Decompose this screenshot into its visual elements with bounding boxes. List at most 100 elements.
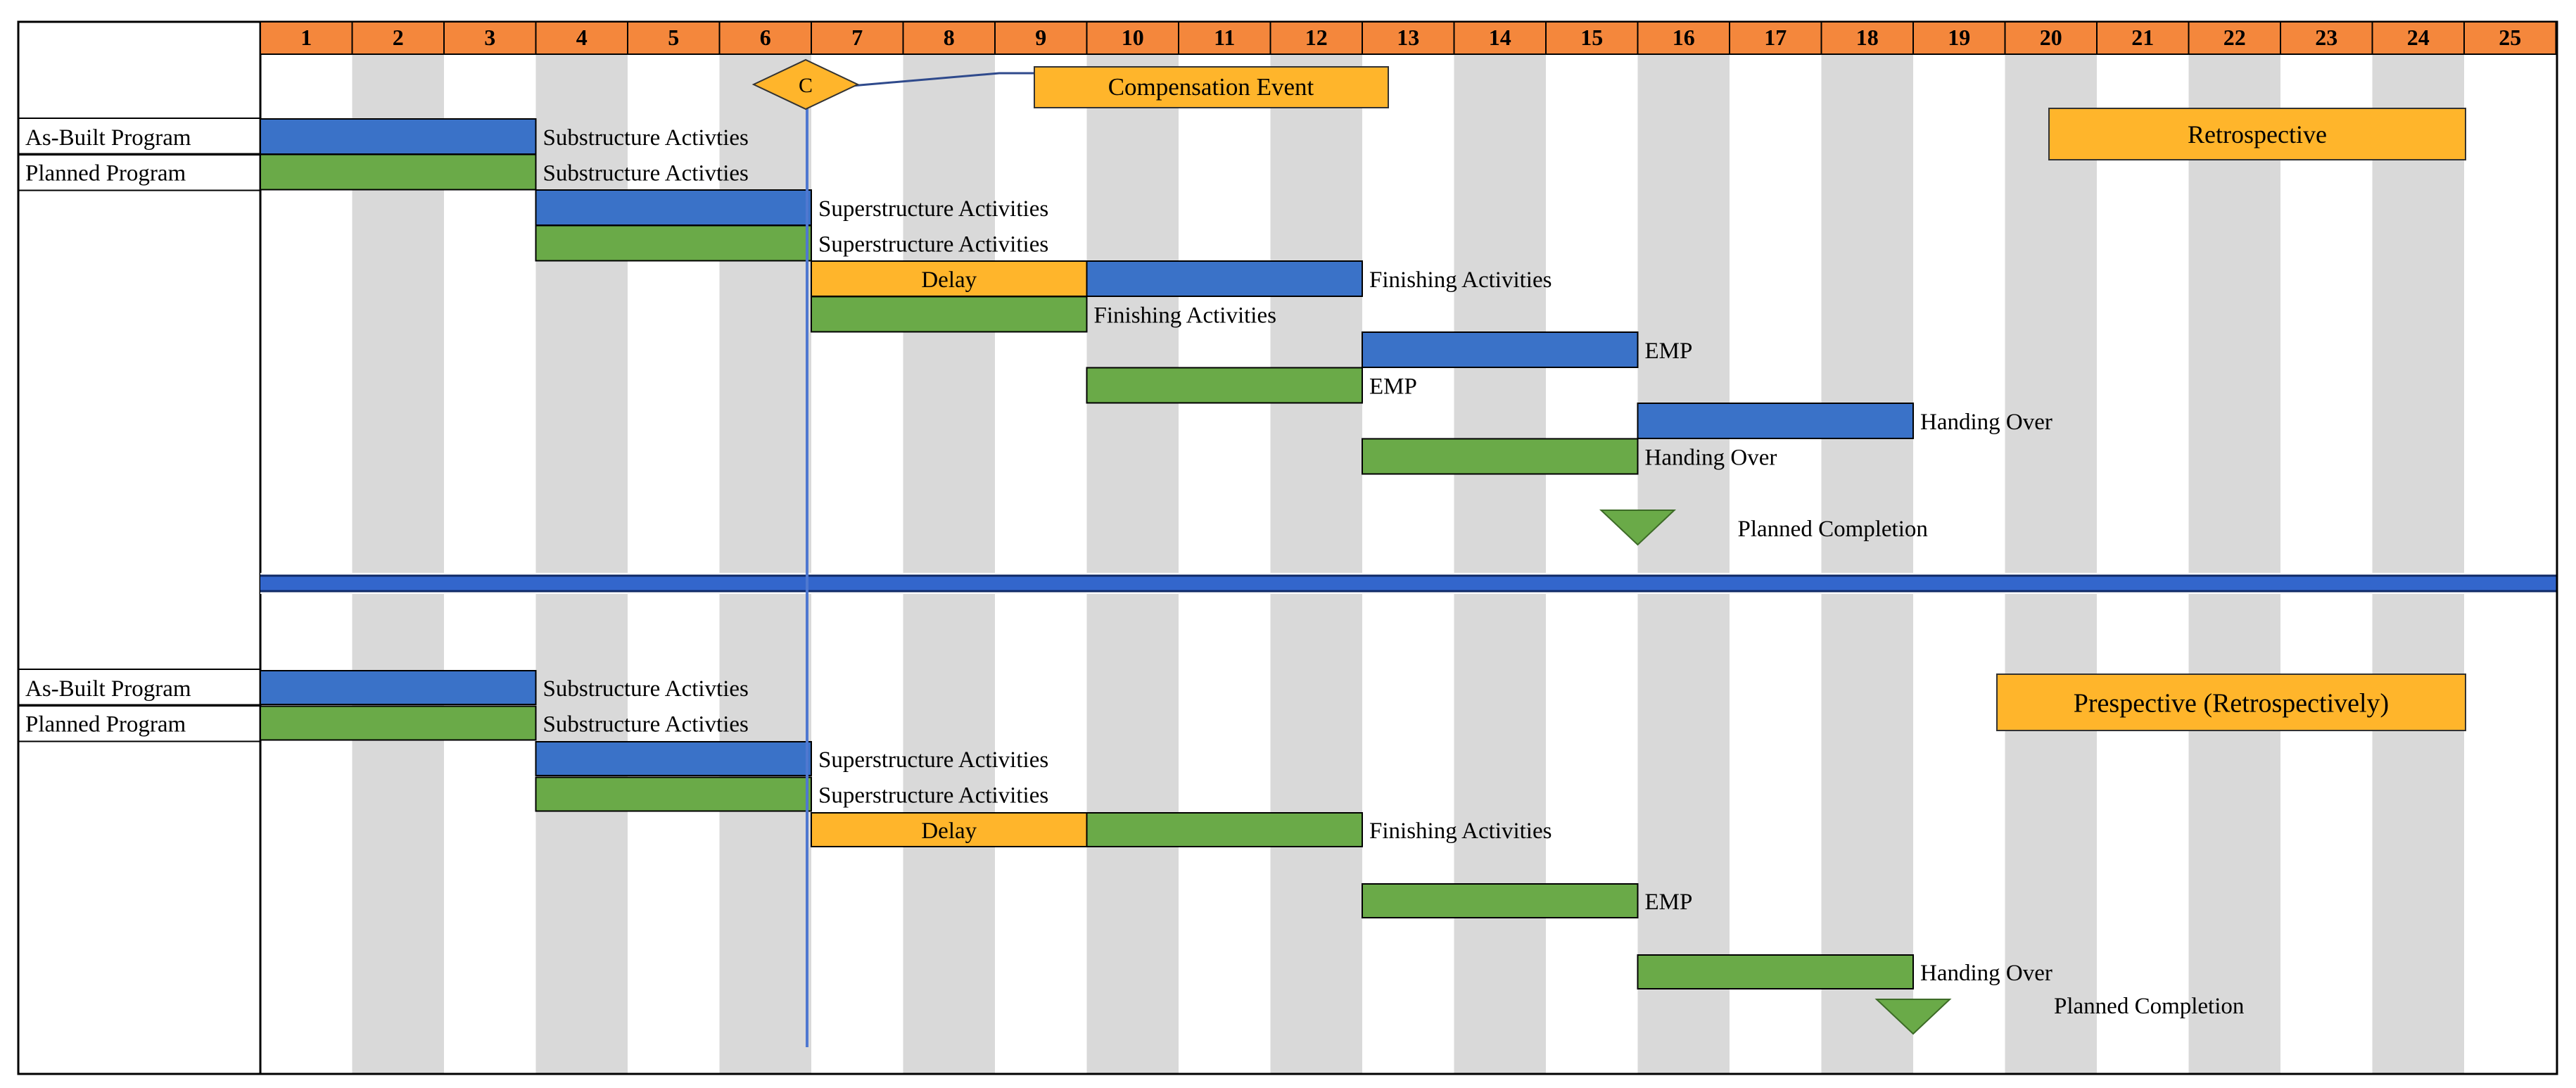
activity-bar [1362, 438, 1639, 475]
activity-label: Handing Over [1920, 410, 2052, 435]
compensation-event: C Compensation Event [751, 58, 1389, 1047]
activity-bar [811, 296, 1088, 333]
activity-bars [260, 118, 1914, 989]
activity-bar [535, 189, 812, 226]
activity-bar [260, 670, 537, 705]
column-stripe [352, 54, 444, 1074]
column-stripe [1637, 54, 1730, 1074]
period-number: 6 [760, 25, 771, 50]
period-number: 21 [2131, 25, 2154, 50]
activity-label: Superstructure Activities [818, 196, 1048, 222]
activity-label: Substructure Activties [543, 161, 749, 186]
activity-label: Handing Over [1920, 961, 2052, 986]
activity-bar [260, 118, 537, 155]
period-number: 5 [668, 25, 679, 50]
period-number: 13 [1397, 25, 1419, 50]
column-stripe [1454, 54, 1546, 1074]
activity-bar [260, 153, 537, 191]
activity-bar [1086, 812, 1363, 847]
period-number: 20 [2040, 25, 2062, 50]
period-number: 14 [1489, 25, 1511, 50]
period-number: 7 [851, 25, 863, 50]
activity-label: Superstructure Activities [818, 783, 1048, 809]
activity-bar [535, 224, 812, 262]
column-stripe [903, 54, 995, 1074]
activity-bar [1362, 331, 1639, 368]
activity-label: Substructure Activties [543, 676, 749, 702]
activity-bar [1086, 367, 1363, 404]
delay-label: Delay [921, 818, 977, 844]
activity-bar [535, 741, 812, 776]
activity-bar [811, 812, 1088, 847]
activity-label: Finishing Activities [1369, 818, 1552, 844]
column-stripe [2372, 54, 2464, 1074]
period-number: 22 [2223, 25, 2246, 50]
row-label: As-Built Program [25, 125, 191, 151]
row-label: As-Built Program [25, 676, 191, 702]
event-label: Compensation Event [1108, 73, 1314, 101]
activity-label: Superstructure Activities [818, 232, 1048, 258]
period-number: 11 [1214, 25, 1235, 50]
section-title-box [1996, 673, 2466, 731]
activity-bar [1637, 403, 1914, 439]
activity-bar [1637, 954, 1914, 989]
period-number: 1 [300, 25, 312, 50]
period-number: 23 [2315, 25, 2337, 50]
event-diamond [751, 58, 860, 110]
completion-triangle [1874, 999, 1952, 1035]
period-number: 16 [1673, 25, 1695, 50]
activity-label: Superstructure Activities [818, 747, 1048, 773]
period-number: 9 [1035, 25, 1046, 50]
event-label-box [1034, 66, 1389, 108]
activity-bar [260, 705, 537, 741]
period-number: 2 [393, 25, 404, 50]
period-number: 19 [1948, 25, 1970, 50]
period-number: 25 [2499, 25, 2521, 50]
period-number: 4 [576, 25, 588, 50]
delay-label: Delay [921, 267, 977, 293]
section-title-box [2048, 108, 2466, 160]
column-stripe [1821, 54, 1913, 1074]
divider-band [260, 575, 2556, 592]
activity-bar [1086, 260, 1363, 297]
event-leader-line [835, 72, 1034, 89]
activity-label: Finishing Activities [1369, 267, 1552, 293]
completion-label: Planned Completion [1738, 517, 1928, 542]
activity-label: Substructure Activties [543, 125, 749, 151]
header-background [260, 21, 2557, 55]
period-number: 3 [484, 25, 495, 50]
column-stripe [2005, 54, 2097, 1074]
column-stripe [1270, 54, 1362, 1074]
row-label: Planned Program [25, 712, 186, 738]
event-symbol: C [799, 74, 813, 97]
period-number: 15 [1580, 25, 1603, 50]
completion-label: Planned Completion [2054, 994, 2244, 1019]
activity-bar [1362, 883, 1639, 918]
activity-label: Handing Over [1645, 445, 1777, 471]
column-stripe [2188, 54, 2280, 1074]
section-title: Retrospective [2188, 120, 2327, 148]
activity-label: EMP [1369, 374, 1417, 400]
period-number: 8 [944, 25, 955, 50]
section-divider [260, 573, 2556, 594]
activity-label: EMP [1645, 339, 1693, 364]
period-number: 18 [1856, 25, 1879, 50]
activity-bar [535, 776, 812, 812]
period-number: 17 [1764, 25, 1787, 50]
period-number: 10 [1122, 25, 1144, 50]
period-number: 24 [2407, 25, 2430, 50]
column-stripe [1086, 54, 1179, 1074]
section-title: Prespective (Retrospectively) [2074, 688, 2389, 718]
activity-label: Substructure Activties [543, 712, 749, 738]
period-number: 12 [1305, 25, 1328, 50]
activity-label: Finishing Activities [1094, 303, 1276, 329]
row-label: Planned Program [25, 161, 186, 186]
completion-triangle [1599, 510, 1677, 546]
activity-label: EMP [1645, 890, 1693, 915]
